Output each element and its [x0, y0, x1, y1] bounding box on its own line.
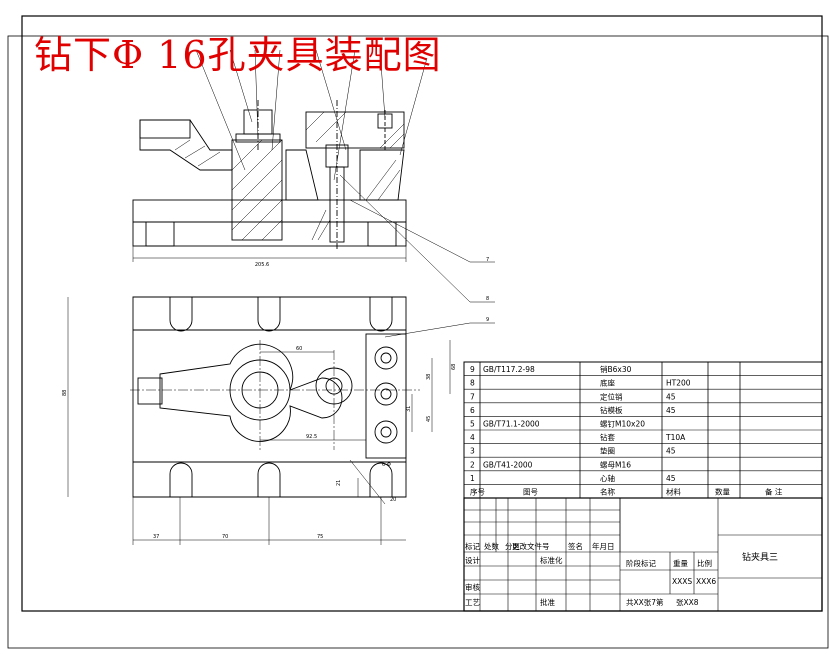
svg-text:张XX8: 张XX8	[676, 598, 699, 607]
svg-text:31: 31	[406, 406, 412, 412]
svg-text:共XX张7第: 共XX张7第	[626, 597, 664, 607]
bom-cell-no: 8	[470, 379, 475, 388]
svg-text:标准化: 标准化	[540, 555, 563, 565]
svg-text:年月日: 年月日	[592, 541, 615, 551]
bom-cell-code: GB/T41-2000	[483, 460, 533, 469]
bom-cell-name: 钻套	[600, 432, 615, 442]
svg-text:批准: 批准	[540, 597, 555, 607]
bom-cell-name: 底座	[600, 378, 615, 388]
bom-header-remark: 备 注	[765, 487, 783, 497]
bom-header-qty: 数量	[715, 487, 730, 497]
bom-cell-no: 4	[470, 433, 475, 442]
svg-text:阶段标记: 阶段标记	[626, 558, 656, 568]
svg-text:XXX6: XXX6	[696, 577, 716, 586]
balloon-labels: 7 8 9	[486, 257, 489, 323]
svg-text:21: 21	[336, 480, 342, 486]
inner-border	[21, 15, 823, 612]
bom-cell-no: 2	[470, 460, 475, 469]
bom-cell-no: 5	[470, 420, 475, 429]
svg-text:37: 37	[153, 534, 159, 540]
bom-header-name: 名称	[600, 487, 615, 497]
svg-text:9: 9	[486, 317, 489, 323]
svg-text:38: 38	[426, 374, 432, 380]
svg-text:工艺: 工艺	[465, 598, 480, 607]
bom-cell-name: 螺钉M10x20	[600, 419, 645, 429]
svg-text:处数: 处数	[484, 541, 499, 551]
bom-cell-material: 45	[666, 474, 676, 483]
svg-text:6-Φ: 6-Φ	[382, 462, 391, 468]
svg-text:8: 8	[486, 296, 489, 302]
bom-header-material: 材料	[666, 487, 681, 497]
title-block	[463, 497, 823, 612]
svg-text:7: 7	[486, 257, 489, 263]
bom-cell-no: 1	[470, 474, 475, 483]
bom-cell-material: 45	[666, 392, 676, 401]
bom-cell-code: GB/T117.2-98	[483, 365, 535, 374]
bom-cell-name: 垫圈	[600, 446, 615, 456]
top-view-dimensions: 88 60 92.5 38 45 68 31 21 20 6-Φ 37 70 7…	[62, 346, 457, 540]
bom-cell-name: 钻模板	[600, 405, 623, 415]
svg-text:20: 20	[390, 497, 396, 503]
bom-cell-no: 9	[470, 365, 475, 374]
leader-lines	[195, 49, 495, 338]
bom-cell-code: GB/T71.1-2000	[483, 420, 540, 429]
svg-text:比例: 比例	[697, 558, 712, 568]
svg-text:更改文件号: 更改文件号	[512, 541, 550, 551]
bom-cell-material: 45	[666, 406, 676, 415]
svg-text:75: 75	[317, 534, 323, 540]
svg-text:标记: 标记	[465, 541, 480, 551]
bom-cell-name: 销B6x30	[600, 364, 632, 374]
svg-text:60: 60	[296, 346, 302, 352]
svg-text:重量: 重量	[673, 559, 688, 568]
bom-cell-material: T10A	[665, 433, 686, 442]
svg-text:XXXS: XXXS	[672, 577, 692, 586]
bom-text: 9 GB/T117.2-98 销B6x30 8 底座 HT200 7 定位销 45 6 钻模板 45 5…	[470, 364, 783, 496]
svg-text:分区: 分区	[505, 542, 520, 551]
bom-cell-name: 螺母M16	[600, 459, 631, 469]
drawing-title: 钻下Φ 16孔夹具装配图	[34, 33, 442, 77]
bom-cell-no: 6	[470, 406, 475, 415]
dim-front-width: 205.6	[255, 262, 269, 268]
svg-text:68: 68	[451, 364, 457, 370]
bom-header-no: 序号	[470, 487, 485, 497]
title-block-text: 标记 处数 分区 更改文件号 签名 年月日 设计 标准化 审核 工艺 批准 阶段…	[465, 541, 778, 607]
bom-cell-no: 7	[470, 392, 475, 401]
top-view	[67, 296, 451, 545]
drawing-name: 钻夹具三	[742, 551, 778, 563]
bom-cell-material: HT200	[666, 379, 691, 388]
front-view	[132, 100, 407, 262]
outer-border	[7, 35, 829, 649]
bom-header-code: 图号	[523, 488, 538, 497]
bom-table	[463, 361, 823, 499]
bom-cell-name: 心轴	[600, 473, 615, 483]
svg-text:45: 45	[426, 416, 432, 422]
bom-cell-name: 定位销	[600, 391, 623, 401]
svg-text:92.5: 92.5	[306, 434, 317, 440]
svg-text:设计: 设计	[465, 555, 480, 565]
bom-cell-no: 3	[470, 447, 475, 456]
bom-cell-material: 45	[666, 447, 676, 456]
svg-text:签名: 签名	[568, 541, 583, 551]
svg-text:70: 70	[222, 534, 228, 540]
svg-text:88: 88	[62, 390, 68, 396]
svg-text:审核: 审核	[465, 582, 480, 592]
